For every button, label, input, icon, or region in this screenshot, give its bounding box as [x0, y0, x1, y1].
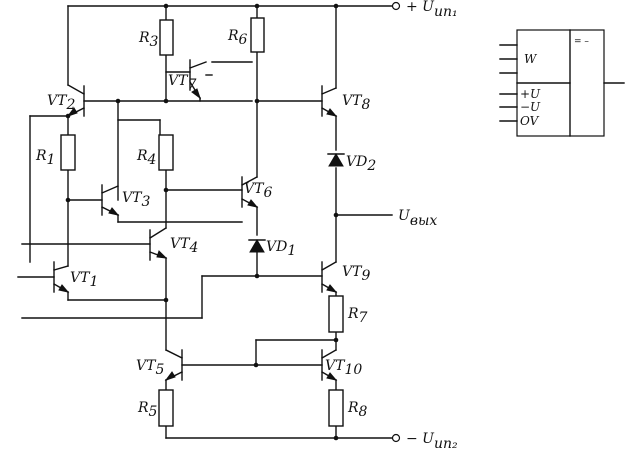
transistor-vt5: [164, 349, 183, 381]
label-vd1: VD1: [266, 239, 296, 259]
resistors: [60, 17, 344, 427]
resistor-r1: [60, 134, 76, 171]
label-output: Uвых: [398, 208, 437, 229]
label-vt3: VT3: [122, 190, 150, 210]
diode-vd1: [248, 239, 266, 253]
label-vt1: VT1: [70, 270, 98, 290]
label-vt7: VT7: [168, 73, 196, 93]
label-vd2: VD2: [346, 154, 376, 174]
pin-minus-u: −U: [520, 100, 541, 114]
transistor-vt7: [189, 59, 207, 100]
label-supply-positive: + Uип₁: [406, 0, 458, 20]
label-vt10: VT10: [325, 358, 362, 378]
label-vt6: VT6: [244, 181, 272, 201]
label-r7: R7: [347, 306, 368, 326]
block-function-mark: = –: [574, 37, 589, 47]
label-supply-negative: − Uип₂: [406, 431, 458, 452]
label-r6: R6: [227, 28, 248, 48]
transistor-vt2: [66, 84, 85, 117]
label-r4: R4: [136, 148, 156, 168]
transistor-vt9: [321, 261, 338, 293]
transistor-vt8: [321, 85, 338, 117]
terminal-circles: [391, 1, 401, 443]
pin-ov: OV: [520, 114, 540, 128]
resistor-r4: [158, 134, 174, 171]
resistor-r8: [328, 389, 344, 427]
label-vt9: VT9: [342, 264, 370, 284]
label-r8: R8: [347, 400, 368, 420]
label-r3: R3: [138, 30, 159, 50]
op-amp-block-symbol: W +U −U OV = –: [499, 29, 625, 137]
transistor-vt4: [149, 227, 168, 261]
diode-vd2: [327, 153, 345, 167]
wiring: [17, 5, 393, 439]
resistor-r5: [158, 389, 174, 427]
junction-dots: [65, 3, 339, 441]
pin-w: W: [524, 52, 538, 66]
transistor-vt3: [101, 184, 120, 216]
label-vt2: VT2: [47, 93, 75, 113]
label-vt4: VT4: [170, 236, 198, 256]
transistor-vt10: [321, 349, 338, 381]
label-r1: R1: [35, 148, 55, 168]
resistor-r6: [250, 17, 265, 53]
label-vt8: VT8: [342, 93, 370, 113]
pin-plus-u: +U: [520, 87, 541, 101]
transistor-vt1: [53, 261, 70, 293]
transistor-vt6: [241, 176, 259, 208]
label-r5: R5: [137, 400, 158, 420]
label-vt5: VT5: [136, 358, 164, 378]
resistor-r3: [159, 19, 174, 56]
resistor-r7: [328, 295, 344, 333]
